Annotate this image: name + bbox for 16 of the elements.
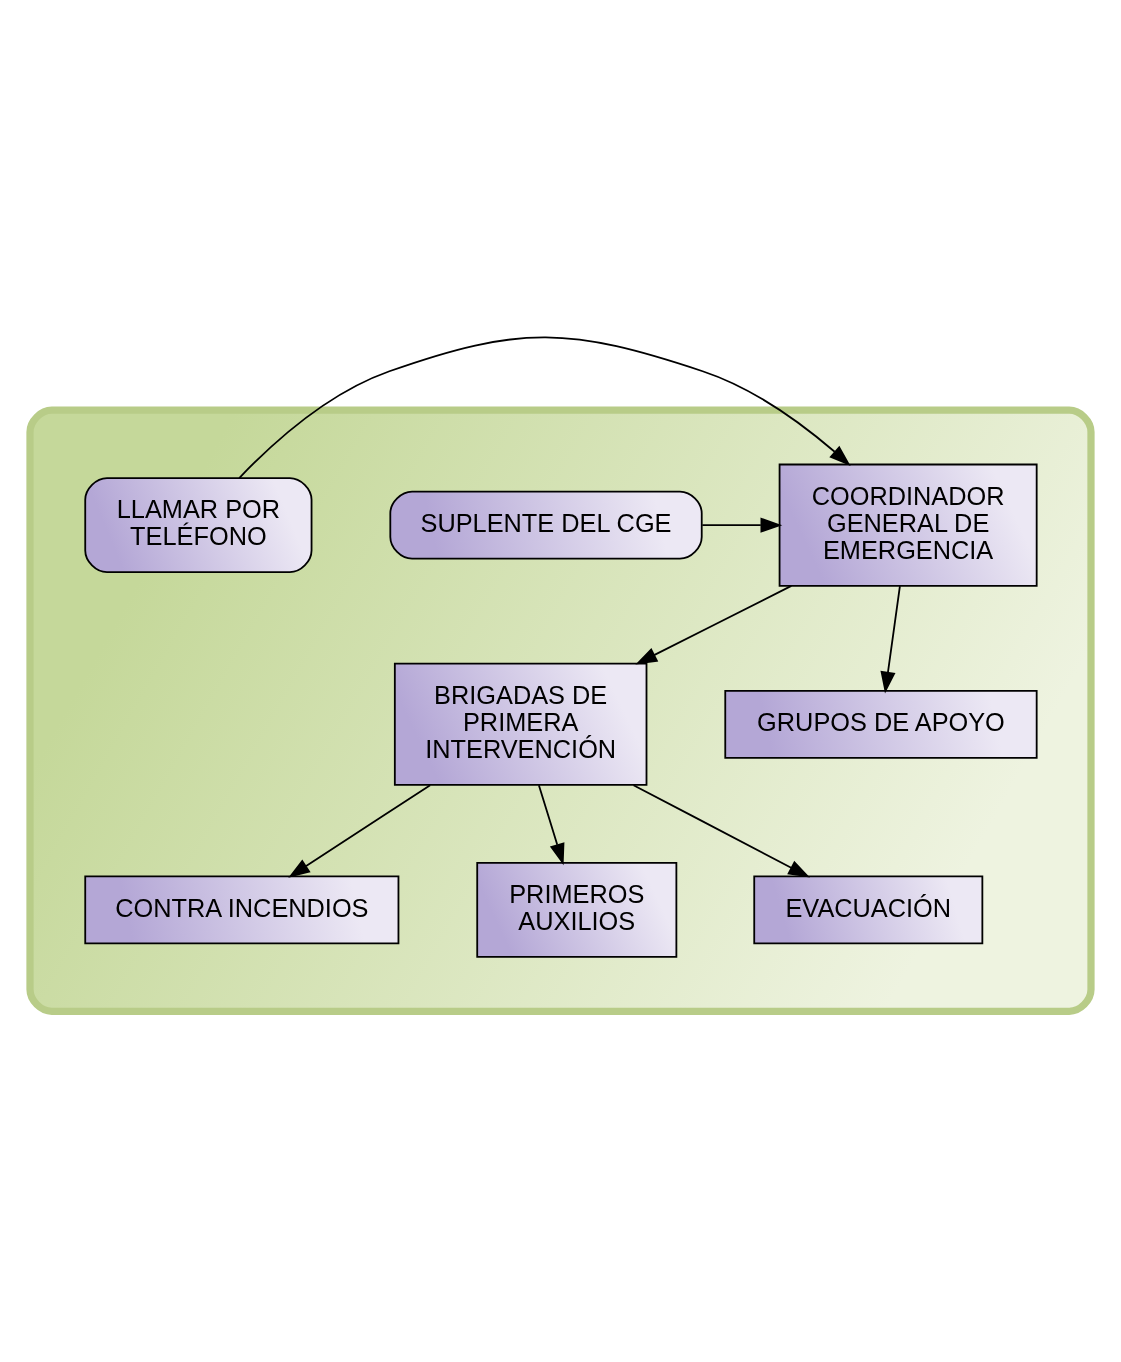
arrow — [537, 783, 565, 865]
node-box: BRIGADAS DE PRIMERA INTERVENCIÓN — [393, 662, 648, 786]
arrow — [701, 517, 783, 533]
arrow — [632, 783, 810, 878]
arrow — [288, 783, 432, 878]
arrow — [238, 335, 851, 479]
arrow — [880, 584, 901, 693]
arrow — [635, 584, 793, 665]
node-box: CONTRA INCENDIOS — [84, 875, 400, 944]
cluster — [26, 406, 1095, 1015]
node-box: PRIMEROS AUXILIOS — [476, 861, 678, 958]
node-box: COORDINADOR GENERAL DE EMERGENCIA — [778, 463, 1038, 587]
node-box: GRUPOS DE APOYO — [724, 689, 1038, 759]
node-box: SUPLENTE DEL CGE — [389, 490, 703, 560]
node-box: EVACUACIÓN — [753, 875, 984, 944]
node-box: LLAMAR POR TELÉFONO — [84, 476, 313, 573]
